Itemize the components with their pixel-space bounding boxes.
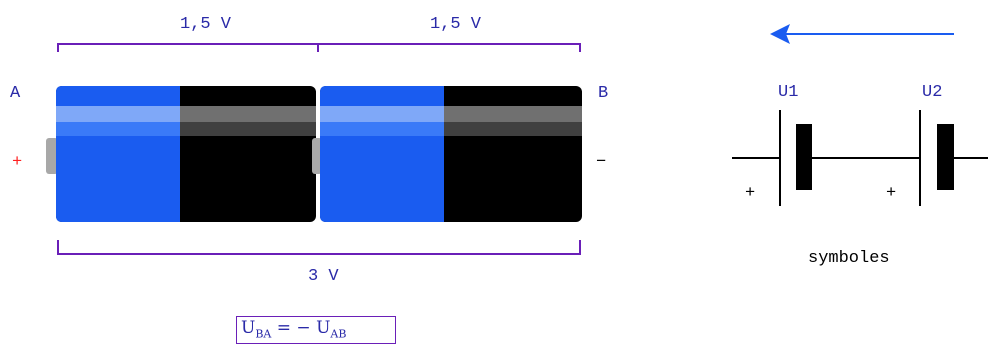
equation-u-ab: U: [316, 318, 331, 338]
voltage-label-total: 3 V: [308, 267, 339, 286]
direction-arrow: [770, 24, 954, 44]
battery-symbol-2-negative-plate: [937, 124, 954, 190]
equation-middle: = −: [271, 318, 317, 338]
terminal-b-label: B: [598, 84, 608, 103]
symbol-plus-1: +: [745, 184, 755, 203]
voltage-label-cell-2: 1,5 V: [430, 15, 482, 34]
equation-box: UBA = − UAB: [236, 316, 396, 344]
bracket-cell-2: [318, 43, 581, 52]
symbol-u2-label: U2: [922, 83, 942, 102]
equation-sub-ba: BA: [255, 327, 272, 341]
symbol-u1-label: U1: [778, 83, 798, 102]
battery-cell-2: [312, 86, 582, 222]
battery-cell-1: [46, 86, 316, 222]
bracket-total: [57, 240, 581, 255]
schematic-circuit: [732, 110, 988, 206]
bracket-cell-1: [57, 43, 319, 52]
equation-u-ba: U: [241, 318, 256, 338]
battery-nub-1: [46, 138, 58, 174]
symbols-caption: symboles: [808, 249, 890, 268]
terminal-a-label: A: [10, 84, 21, 103]
symbol-plus-2: +: [886, 184, 896, 203]
equation-sub-ab: AB: [330, 327, 347, 341]
voltage-label-cell-1: 1,5 V: [180, 15, 232, 34]
plus-terminal-sign: +: [12, 153, 22, 172]
minus-terminal-sign: −: [596, 153, 606, 172]
battery-nub-2: [312, 138, 322, 174]
battery-symbol-1-negative-plate: [796, 124, 812, 190]
